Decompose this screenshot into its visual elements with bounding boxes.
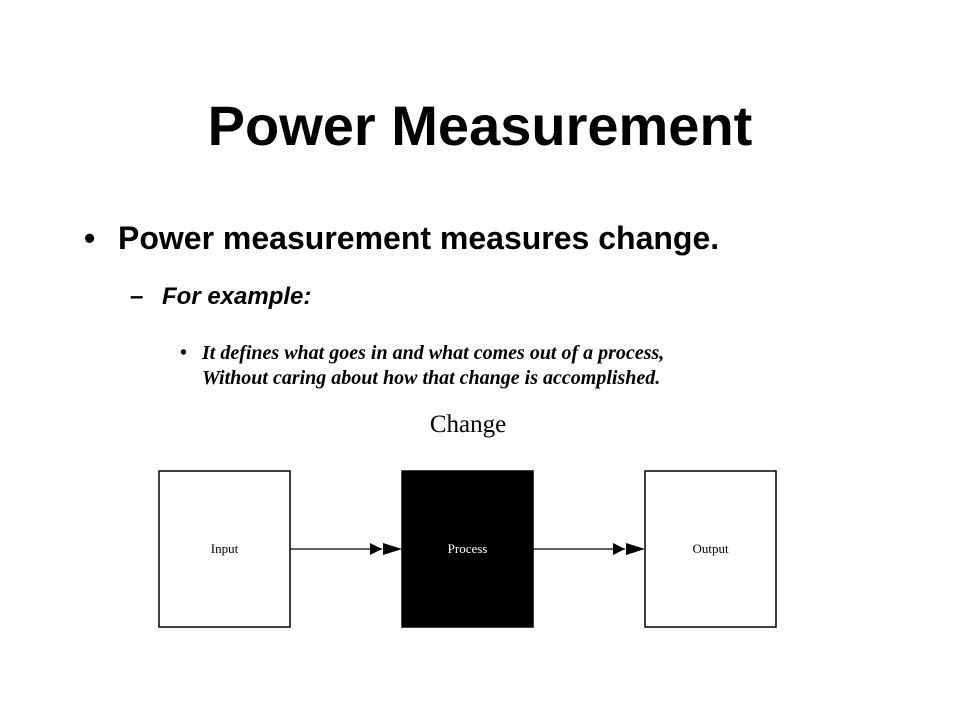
node-output-label: Output bbox=[692, 541, 729, 556]
edge-process-to-output bbox=[533, 543, 645, 555]
edge-process-to-output-arrowhead-2 bbox=[626, 543, 645, 555]
node-input: Input bbox=[158, 470, 291, 628]
change-diagram: Change Input Process Output bbox=[158, 411, 777, 628]
bullet-level1-text: Power measurement measures change. bbox=[118, 220, 720, 256]
node-output: Output bbox=[644, 470, 777, 628]
diagram-title: Change bbox=[430, 411, 506, 438]
bullet-mark-level3: • bbox=[180, 342, 188, 364]
slide-title: Power Measurement bbox=[207, 94, 753, 157]
bullet-mark-level2: – bbox=[130, 283, 144, 310]
edge-input-to-process bbox=[290, 543, 402, 555]
node-process-box bbox=[401, 470, 534, 628]
node-process: Process bbox=[401, 470, 534, 628]
node-output-box bbox=[644, 470, 777, 628]
bullet-level1: • Power measurement measures change. bbox=[84, 216, 719, 260]
edge-input-to-process-arrowhead-2 bbox=[383, 543, 402, 555]
bullet-level3-line-2: Without caring about how that change is … bbox=[202, 367, 661, 389]
node-input-box bbox=[158, 470, 291, 628]
bullet-level3: • It defines what goes in and what comes… bbox=[180, 341, 664, 391]
bullet-level2: –For example: bbox=[130, 280, 311, 314]
bullet-level3-line-1: It defines what goes in and what comes o… bbox=[202, 342, 665, 364]
bullet-level2-text: For example: bbox=[162, 283, 312, 310]
bullet-mark-level1: • bbox=[84, 220, 96, 256]
node-input-label: Input bbox=[211, 541, 239, 556]
node-process-label: Process bbox=[448, 541, 488, 556]
